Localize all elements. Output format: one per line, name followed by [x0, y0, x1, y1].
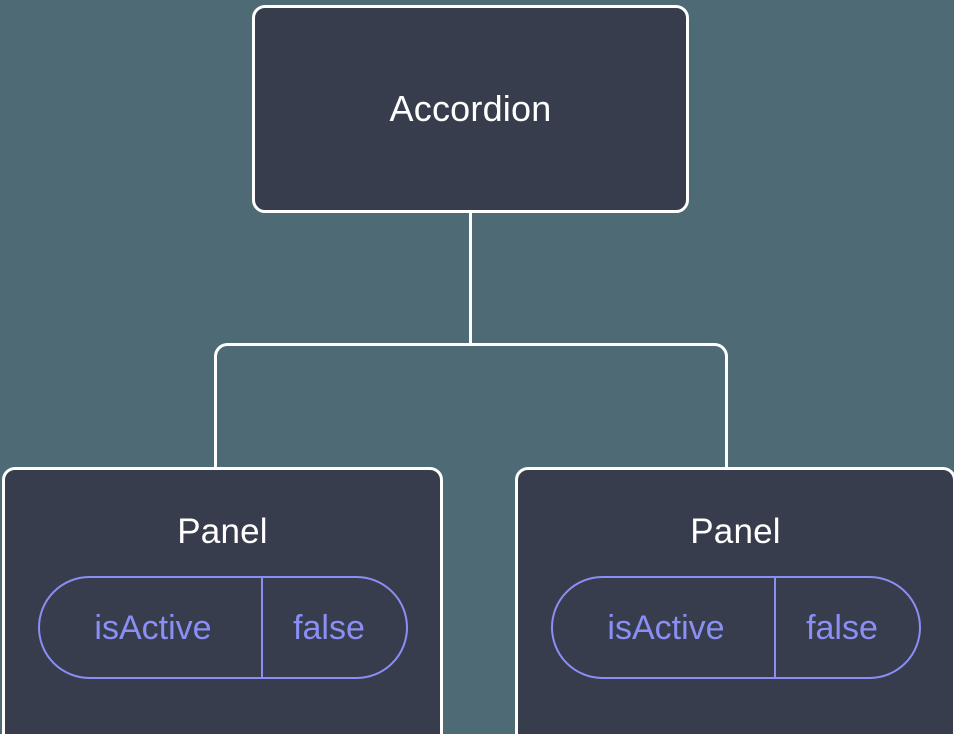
state-pill-panel-1[interactable]: isActive false [37, 576, 408, 679]
node-panel-1-title: Panel [177, 512, 268, 551]
node-panel-1[interactable]: Panel isActive false [2, 467, 443, 734]
state-key-label: isActive [40, 578, 263, 677]
node-accordion[interactable]: Accordion [252, 5, 689, 213]
edge-to-panel-right [470, 343, 729, 469]
state-value-label: false [806, 608, 878, 647]
node-panel-2-title: Panel [690, 512, 781, 551]
node-panel-2[interactable]: Panel isActive false [515, 467, 954, 734]
state-value-label: false [293, 608, 365, 647]
node-accordion-title: Accordion [389, 88, 552, 129]
edge-to-panel-left [213, 343, 471, 469]
state-pill-panel-2[interactable]: isActive false [550, 576, 921, 679]
state-key-label: isActive [553, 578, 776, 677]
